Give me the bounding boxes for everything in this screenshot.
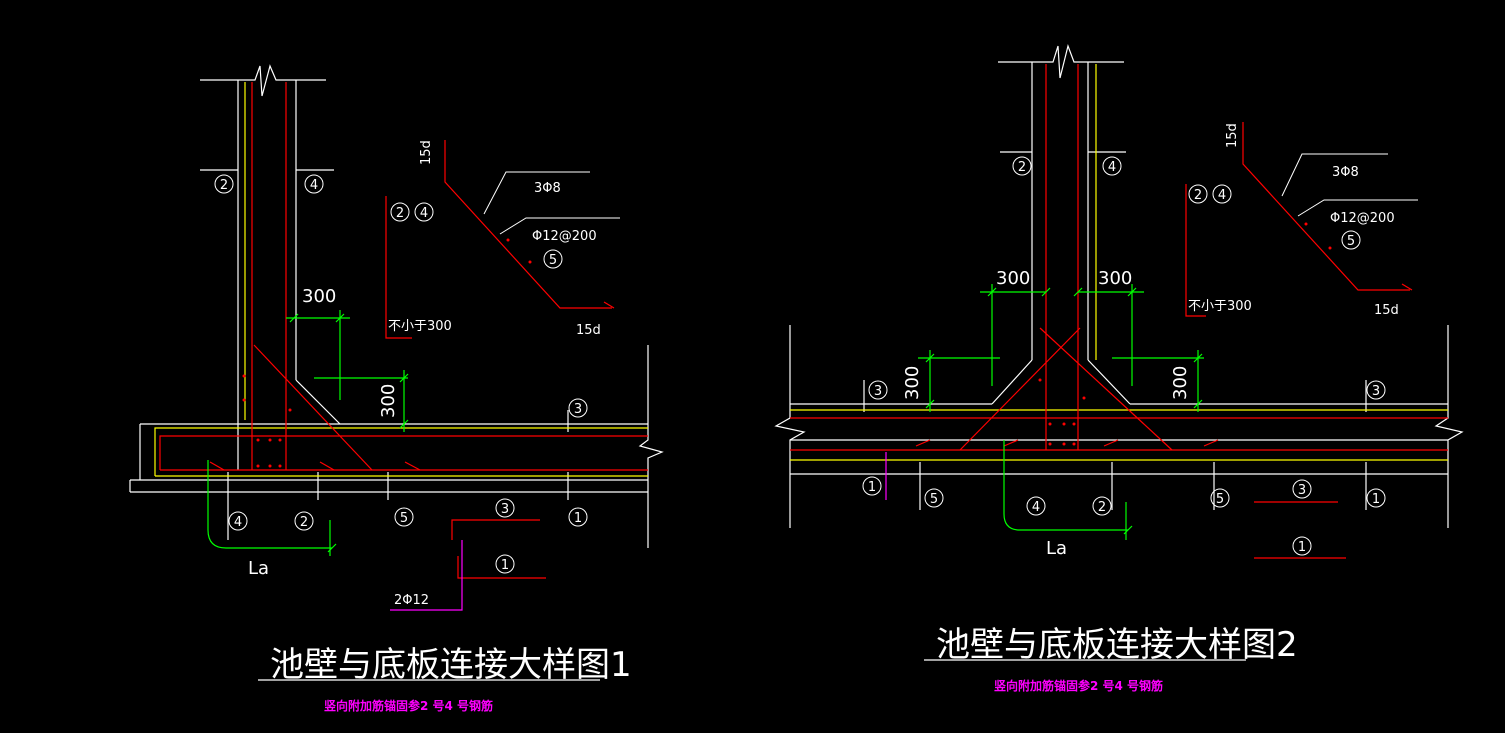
marker-2: 2 [1018, 160, 1026, 175]
legend-15d-top-2: 15d [1225, 123, 1240, 148]
marker-4: 4 [310, 178, 318, 193]
marker-2: 2 [300, 515, 308, 530]
marker-3: 3 [501, 502, 509, 517]
marker-5: 5 [930, 492, 938, 507]
marker-4: 4 [1218, 188, 1226, 203]
marker-4: 4 [420, 206, 428, 221]
rebar-red-2 [790, 64, 1448, 451]
la-label-2: La [1046, 538, 1067, 559]
marker-1: 1 [1372, 492, 1380, 507]
legend-haunch-bottom-1: Φ12@200 [532, 229, 597, 244]
marker-1: 1 [501, 558, 509, 573]
slab-edge-yellow-2 [790, 64, 1448, 461]
dim-300-vertical-1: 300 [378, 384, 399, 418]
legend-vertical-1: 不小于300 [388, 319, 452, 334]
marker-2: 2 [1194, 188, 1202, 203]
legend-haunch-2: 15d 3Φ8 Φ12@200 15d 不小于300 [1185, 122, 1418, 559]
dimensions-green-2 [918, 284, 1204, 540]
note-drawing-2: 竖向附加筋锚固参2 号4 号钢筋 [994, 678, 1163, 693]
detail-drawing-2: 15d 3Φ8 Φ12@200 15d 不小于300 2 4 2 4 5 3 3… [774, 43, 1464, 693]
dim-300-horizontal-1: 300 [302, 286, 336, 307]
marker-4: 4 [234, 515, 242, 530]
legend-haunch-top-1: 3Φ8 [534, 181, 561, 196]
rebar-dots-1 [242, 374, 292, 468]
bar-legend-1: 2Φ12 [390, 519, 546, 611]
rebar-red-1 [159, 82, 648, 471]
marker-3: 3 [1298, 483, 1306, 498]
legend-haunch-top-2: 3Φ8 [1332, 165, 1359, 180]
marker-1: 1 [574, 511, 582, 526]
wall-outline-2 [774, 43, 1464, 528]
legend-15d-top-1: 15d [419, 140, 434, 165]
marker-2: 2 [396, 206, 404, 221]
dim-300-right-2: 300 [1098, 268, 1132, 289]
legend-haunch-1: 15d 3Φ8 Φ12@200 15d 不小于300 [385, 140, 620, 339]
markers-1 [214, 174, 588, 574]
dim-300-vertical-left-2: 300 [902, 366, 923, 400]
marker-1: 1 [868, 480, 876, 495]
legend-haunch-bottom-2: Φ12@200 [1330, 211, 1395, 226]
detail-drawing-1: 15d 3Φ8 Φ12@200 15d 不小于300 2Φ12 2 4 2 4 [129, 64, 664, 713]
marker-5: 5 [1216, 492, 1224, 507]
marker-5: 5 [1347, 234, 1355, 249]
wall-outline-1 [129, 64, 664, 548]
marker-3: 3 [574, 402, 582, 417]
marker-3: 3 [1372, 384, 1380, 399]
legend-vertical-2: 不小于300 [1188, 299, 1252, 314]
la-label-1: La [248, 558, 269, 579]
legend-15d-bottom-2: 15d [1374, 303, 1399, 318]
bar-note-1: 2Φ12 [394, 593, 429, 608]
marker-5: 5 [549, 253, 557, 268]
marker-2: 2 [220, 178, 228, 193]
marker-3: 3 [874, 384, 882, 399]
rebar-dots-2 [1038, 378, 1086, 446]
slab-edge-yellow-1 [154, 82, 648, 477]
title-drawing-1: 池壁与底板连接大样图1 [270, 645, 632, 685]
markers-2 [862, 156, 1386, 556]
dim-300-vertical-right-2: 300 [1170, 366, 1191, 400]
marker-4: 4 [1032, 500, 1040, 515]
marker-5: 5 [400, 511, 408, 526]
legend-15d-bottom-1: 15d [576, 323, 601, 338]
marker-labels-1: 2 4 2 4 5 3 2 4 5 3 1 1 [220, 178, 582, 573]
note-drawing-1: 竖向附加筋锚固参2 号4 号钢筋 [324, 698, 493, 713]
dimensions-green-1 [207, 310, 409, 556]
marker-2: 2 [1098, 500, 1106, 515]
marker-4: 4 [1108, 160, 1116, 175]
marker-1: 1 [1298, 540, 1306, 555]
title-drawing-2: 池壁与底板连接大样图2 [936, 625, 1298, 665]
dim-300-left-2: 300 [996, 268, 1030, 289]
marker-labels-2: 2 4 2 4 5 3 3 1 5 4 2 5 3 1 1 [868, 160, 1380, 555]
